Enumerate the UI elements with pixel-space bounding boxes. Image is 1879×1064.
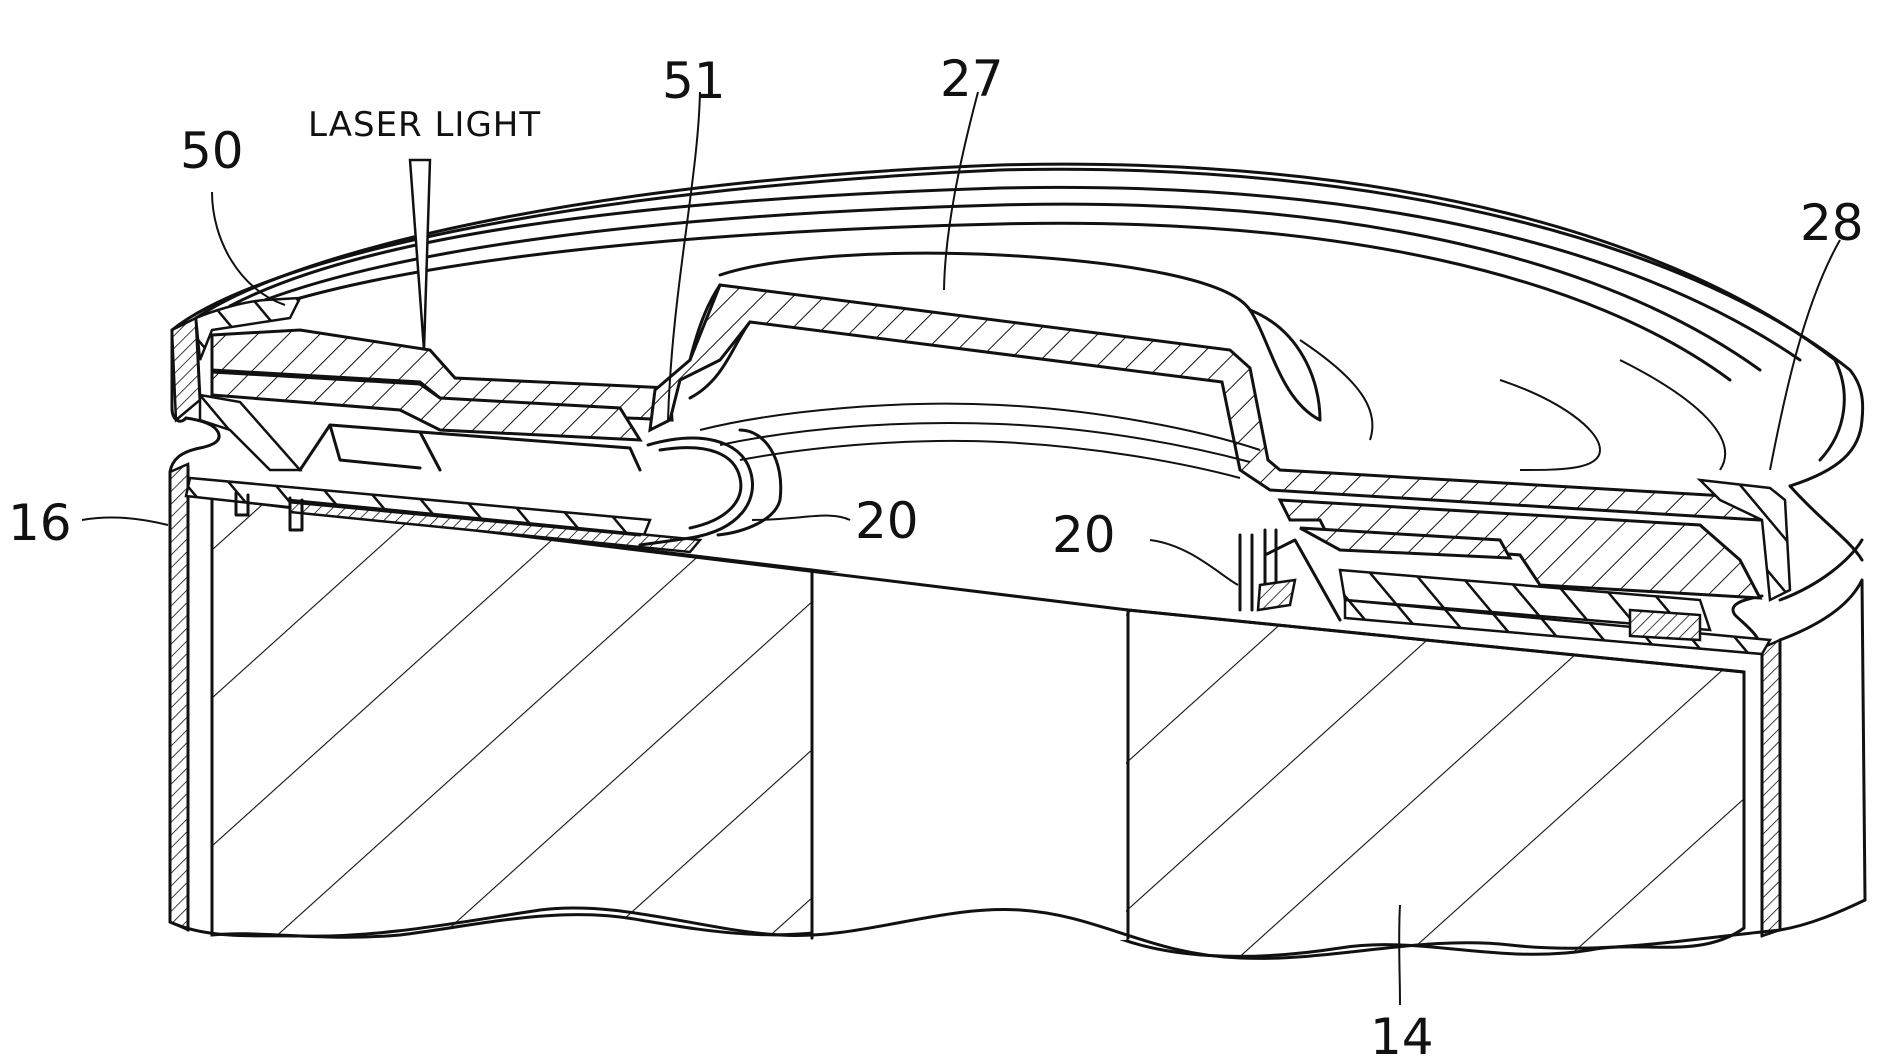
label-20-left: 20: [855, 492, 919, 550]
label-20-right: 20: [1052, 506, 1116, 564]
label-27: 27: [940, 50, 1004, 108]
leader-20-right: [1150, 540, 1238, 585]
label-14: 14: [1370, 1008, 1434, 1064]
laser-light-beam: [410, 160, 430, 350]
label-50: 50: [180, 122, 244, 180]
label-16: 16: [8, 494, 72, 552]
electrode-body: [212, 498, 1744, 956]
leader-16: [82, 518, 168, 525]
label-51: 51: [662, 52, 726, 110]
terminal-cap: [650, 253, 1760, 520]
leader-14: [1399, 905, 1400, 1005]
label-28: 28: [1800, 194, 1864, 252]
label-laser-light: LASER LIGHT: [308, 105, 541, 145]
